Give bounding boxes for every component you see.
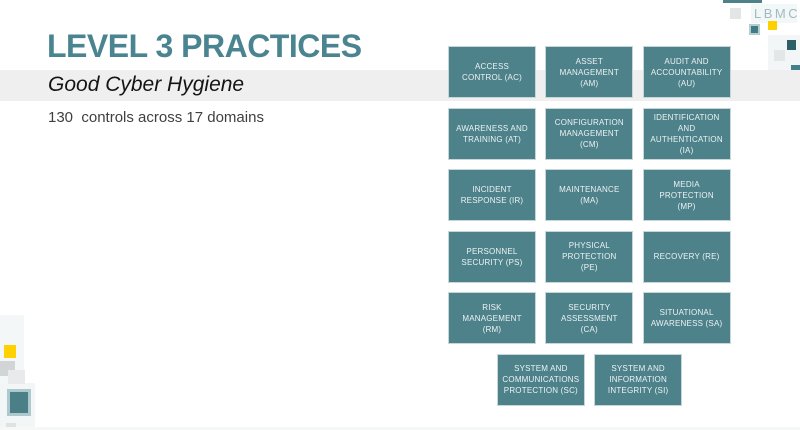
domain-grid-row: PERSONNEL SECURITY (PS) PHYSICAL PROTECT… <box>448 230 731 283</box>
domain-grid-row: INCIDENT RESPONSE (IR) MAINTENANCE (MA) … <box>448 169 731 221</box>
decor-square-teal-icon <box>7 389 31 416</box>
domain-label: MEDIA PROTECTION (MP) <box>659 179 714 211</box>
domain-label: AUDIT AND ACCOUNTABILITY (AU) <box>650 56 723 88</box>
decor-square-gray-icon <box>730 8 741 19</box>
domain-box-ir: INCIDENT RESPONSE (IR) <box>448 169 536 221</box>
decor-square-gray-icon <box>6 423 16 430</box>
domain-box-rm: RISK MANAGEMENT (RM) <box>448 292 536 344</box>
controls-caption: 130 controls across 17 domains <box>48 109 264 126</box>
domain-label: SITUATIONAL AWARENESS (SA) <box>650 308 723 328</box>
slide-subtitle: Good Cyber Hygiene <box>48 73 245 96</box>
logo-top-bar <box>723 0 762 3</box>
domain-grid-row: AWARENESS AND TRAINING (AT) CONFIGURATIO… <box>448 107 731 160</box>
domain-label: AWARENESS AND TRAINING (AT) <box>456 123 528 144</box>
domain-label: PHYSICAL PROTECTION (PE) <box>562 241 617 272</box>
domain-box-si: SYSTEM AND INFORMATION INTEGRITY (SI) <box>594 353 683 406</box>
domain-box-ps: PERSONNEL SECURITY (PS) <box>448 230 536 283</box>
domain-box-re: RECOVERY (RE) <box>642 230 731 283</box>
domain-box-ma: MAINTENANCE (MA) <box>545 169 634 221</box>
domain-grid-row: RISK MANAGEMENT (RM) SECURITY ASSESSMENT… <box>448 292 731 344</box>
decor-square-teal-icon <box>749 24 760 35</box>
bottom-edge-strip <box>0 427 800 430</box>
decor-square-yellow-icon <box>768 21 777 30</box>
logo-background-panel <box>751 4 797 23</box>
page-title: LEVEL 3 PRACTICES <box>47 28 362 64</box>
decor-square-yellow-icon <box>4 345 16 358</box>
domain-label: SECURITY ASSESSMENT (CA) <box>560 302 618 334</box>
domain-label: IDENTIFICATION AND AUTHENTICATION (IA) <box>650 112 723 155</box>
domain-label: SYSTEM AND INFORMATION INTEGRITY (SI) <box>607 364 669 395</box>
domain-label: CONFIGURATION MANAGEMENT (CM) <box>554 118 624 149</box>
domain-box-ac: ACCESS CONTROL (AC) <box>448 46 536 98</box>
domain-box-ca: SECURITY ASSESSMENT (CA) <box>545 292 634 344</box>
domain-grid-row: ACCESS CONTROL (AC) ASSET MANAGEMENT (AM… <box>448 46 731 98</box>
domain-box-ia: IDENTIFICATION AND AUTHENTICATION (IA) <box>642 107 731 160</box>
domain-box-am: ASSET MANAGEMENT (AM) <box>545 46 634 98</box>
domain-box-au: AUDIT AND ACCOUNTABILITY (AU) <box>642 46 731 98</box>
domain-label: PERSONNEL SECURITY (PS) <box>461 246 523 267</box>
domain-label: ASSET MANAGEMENT (AM) <box>559 56 619 88</box>
domain-grid-row: SYSTEM AND COMMUNICATIONS PROTECTION (SC… <box>448 353 731 406</box>
domain-box-pe: PHYSICAL PROTECTION (PE) <box>545 230 634 283</box>
domain-box-cm: CONFIGURATION MANAGEMENT (CM) <box>545 107 634 160</box>
domain-label: RISK MANAGEMENT (RM) <box>462 302 522 334</box>
domain-label: ACCESS CONTROL (AC) <box>462 62 522 82</box>
decor-square-gray-icon <box>8 370 25 384</box>
domain-box-at: AWARENESS AND TRAINING (AT) <box>448 107 536 160</box>
lbmc-logo: LBMC <box>754 6 800 21</box>
domain-box-mp: MEDIA PROTECTION (MP) <box>642 169 731 221</box>
domain-label: INCIDENT RESPONSE (IR) <box>460 185 524 205</box>
decor-square-gray-icon <box>774 50 785 61</box>
domain-grid: ACCESS CONTROL (AC) ASSET MANAGEMENT (AM… <box>448 46 731 406</box>
decor-square-darkteal-icon <box>787 40 796 50</box>
domain-label: RECOVERY (RE) <box>653 252 720 261</box>
domain-box-sa: SITUATIONAL AWARENESS (SA) <box>642 292 731 344</box>
domain-label: SYSTEM AND COMMUNICATIONS PROTECTION (SC… <box>502 364 580 395</box>
domain-label: MAINTENANCE (MA) <box>559 185 620 205</box>
domain-box-sc: SYSTEM AND COMMUNICATIONS PROTECTION (SC… <box>496 353 585 406</box>
